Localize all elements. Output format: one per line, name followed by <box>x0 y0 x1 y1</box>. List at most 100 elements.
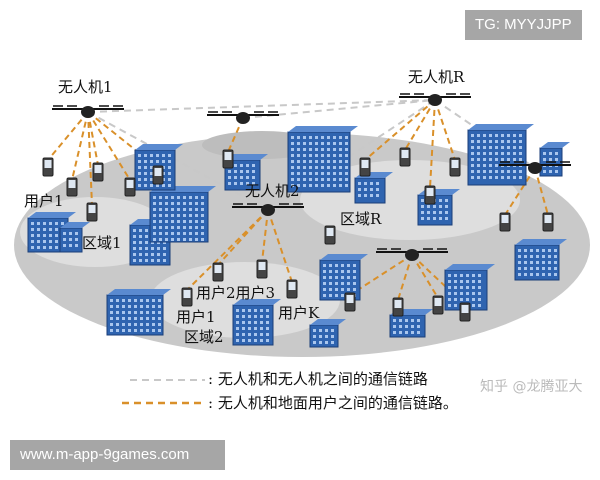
building-window <box>168 178 171 181</box>
building-window <box>405 331 408 334</box>
building-window <box>466 298 469 301</box>
building-window <box>321 172 324 175</box>
building-window <box>321 178 324 181</box>
building-window <box>177 196 180 199</box>
phone-screen <box>544 215 552 223</box>
building-window <box>43 246 46 249</box>
building-window <box>75 238 78 241</box>
building-window <box>153 214 156 217</box>
building <box>287 126 358 193</box>
building-window <box>471 140 474 143</box>
building-window <box>171 208 174 211</box>
building-window <box>183 226 186 229</box>
building-window <box>153 220 156 223</box>
building-window <box>163 253 166 256</box>
building-window <box>138 184 141 187</box>
building-window <box>183 232 186 235</box>
building-window <box>427 205 430 208</box>
building-window <box>291 166 294 169</box>
building-window <box>448 286 451 289</box>
building-window <box>524 273 527 276</box>
building-window <box>69 238 72 241</box>
building-roof <box>135 144 183 150</box>
building-window <box>297 154 300 157</box>
building-window <box>345 160 348 163</box>
building-window <box>228 182 231 185</box>
building-window <box>325 341 328 344</box>
building-window <box>309 184 312 187</box>
building-window <box>248 309 251 312</box>
building-window <box>331 341 334 344</box>
building-window <box>140 317 143 320</box>
building-window <box>315 178 318 181</box>
drone-body <box>405 249 419 261</box>
ground-user-phone <box>424 185 436 205</box>
uav-to-ground-link <box>429 99 436 189</box>
building-window <box>518 261 521 264</box>
building-window <box>49 246 52 249</box>
building-window <box>133 247 136 250</box>
building-window <box>266 321 269 324</box>
building-window <box>433 217 436 220</box>
building-window <box>128 329 131 332</box>
building-window <box>163 247 166 250</box>
building-window <box>252 170 255 173</box>
ground-user-phone <box>212 262 224 282</box>
building-window <box>341 264 344 267</box>
building-window <box>329 294 332 297</box>
building-window <box>333 142 336 145</box>
building-window <box>327 154 330 157</box>
building-window <box>439 211 442 214</box>
building-window <box>495 158 498 161</box>
building-window <box>156 160 159 163</box>
building-window <box>542 273 545 276</box>
ground-user-phone <box>449 157 461 177</box>
building-window <box>152 329 155 332</box>
building-window <box>171 238 174 241</box>
building-window <box>37 234 40 237</box>
building-window <box>242 339 245 342</box>
building-window <box>303 160 306 163</box>
building-window <box>321 184 324 187</box>
building-window <box>303 184 306 187</box>
building-window <box>260 315 263 318</box>
phone-screen <box>401 150 409 158</box>
building-window <box>454 304 457 307</box>
building-window <box>513 146 516 149</box>
building-window <box>128 311 131 314</box>
building-window <box>454 286 457 289</box>
building-window <box>507 176 510 179</box>
building-window <box>291 154 294 157</box>
building-window <box>339 172 342 175</box>
building-window <box>489 164 492 167</box>
building-window <box>159 214 162 217</box>
phone-screen <box>183 290 191 298</box>
building-window <box>345 148 348 151</box>
building-window <box>297 136 300 139</box>
building-window <box>507 134 510 137</box>
building-window <box>331 335 334 338</box>
building-window <box>122 329 125 332</box>
building-window <box>165 232 168 235</box>
building-window <box>146 317 149 320</box>
building-window <box>254 315 257 318</box>
building-window <box>55 240 58 243</box>
building-window <box>140 305 143 308</box>
building-window <box>448 304 451 307</box>
building-window <box>329 270 332 273</box>
building-window <box>159 202 162 205</box>
building-window <box>489 170 492 173</box>
building-window <box>133 235 136 238</box>
phone-screen <box>214 265 222 273</box>
building-window <box>43 240 46 243</box>
building-window <box>139 247 142 250</box>
building-window <box>201 196 204 199</box>
building-window <box>168 160 171 163</box>
building-window <box>335 288 338 291</box>
building-window <box>297 148 300 151</box>
building-window <box>75 232 78 235</box>
label-user2-user3: 用户2用户3 <box>196 284 276 302</box>
building-window <box>347 276 350 279</box>
building-window <box>122 323 125 326</box>
building-window <box>145 259 148 262</box>
